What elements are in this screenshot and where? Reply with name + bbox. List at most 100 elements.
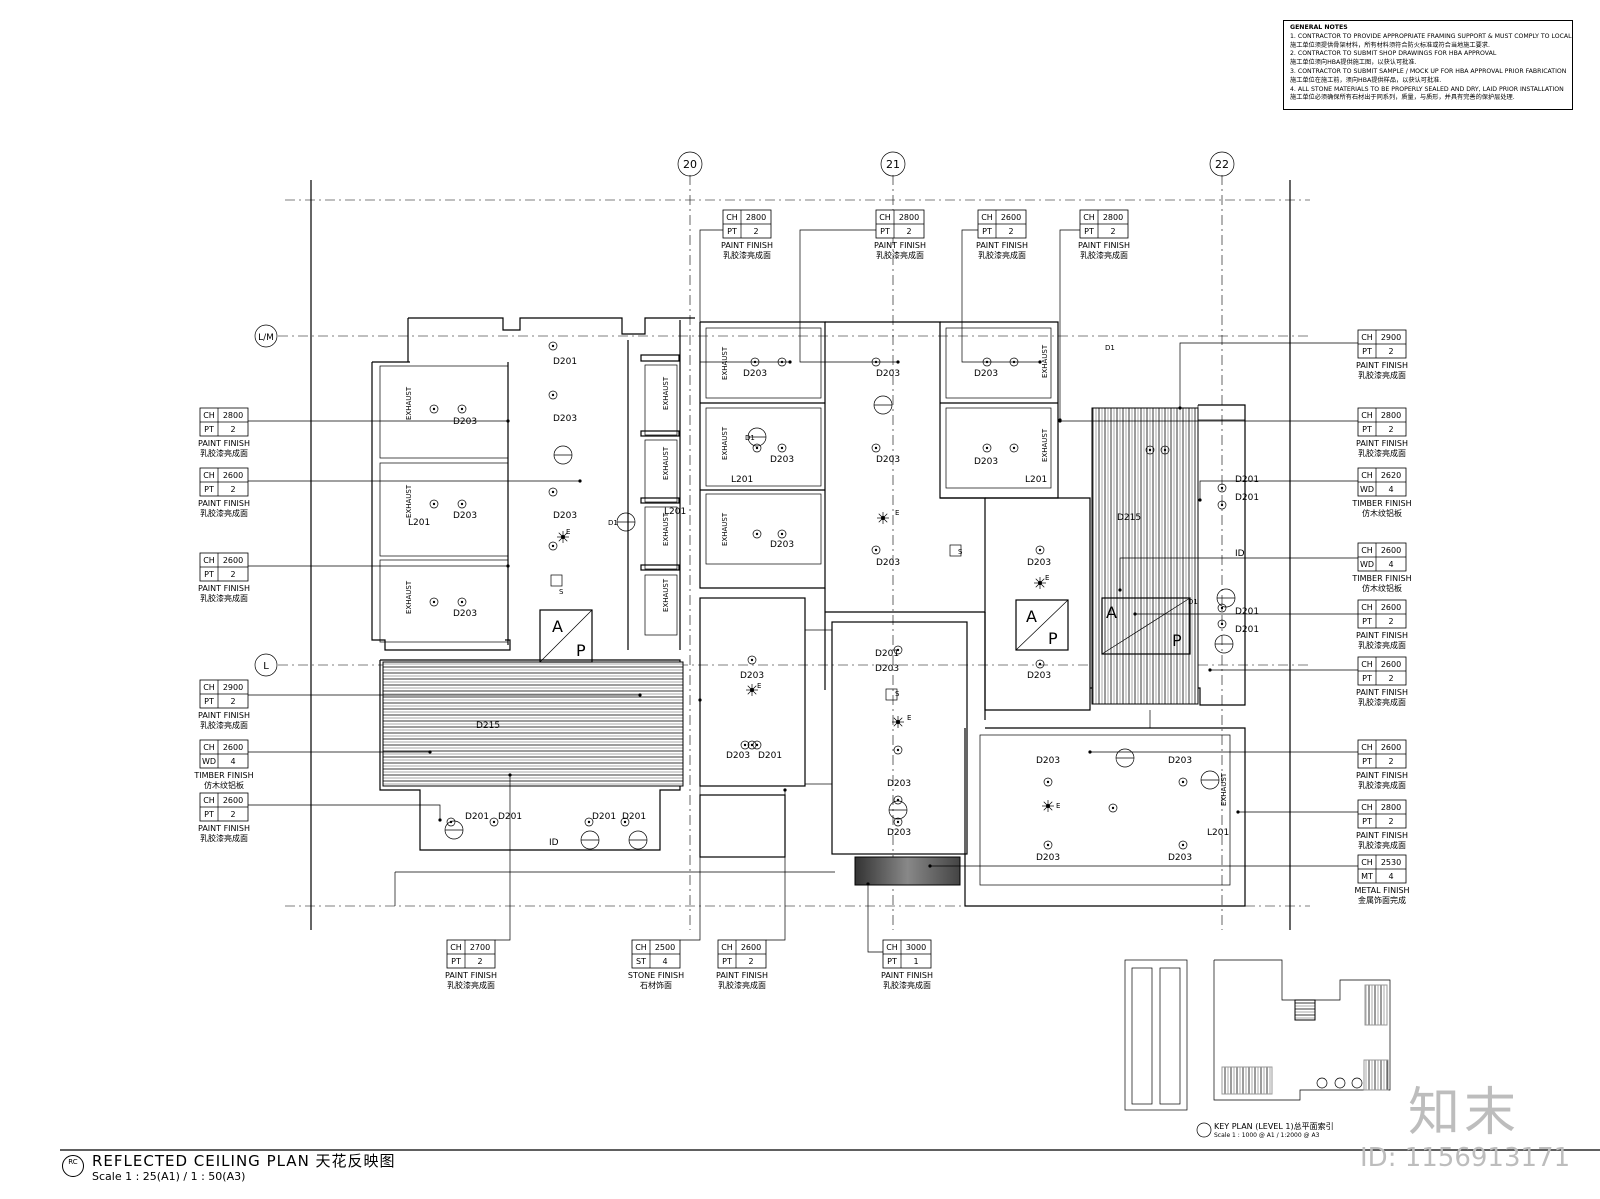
ceiling-tag-num: 2 (230, 570, 235, 579)
ceiling-tag-num: 4 (1388, 485, 1393, 494)
label-id: ID (549, 838, 559, 848)
tag-leaders (248, 229, 1358, 953)
ceiling-tag-finish-cn: 乳胶漆亮成面 (200, 593, 248, 603)
label-d203: D203 (1168, 853, 1192, 863)
grid-bubble-21: 21 (880, 151, 906, 177)
svg-text:A: A (552, 617, 563, 636)
ceiling-tag-num: 2 (906, 227, 911, 236)
access-panel-center: A P (1015, 599, 1069, 651)
label-s: S (895, 690, 900, 698)
ceiling-tag-code: PT (722, 957, 732, 966)
label-e: E (757, 682, 761, 690)
svg-text:P: P (1048, 629, 1058, 648)
label-exhaust: EXHAUST (405, 386, 413, 420)
label-e: E (895, 509, 899, 517)
general-note-line: 3. CONTRACTOR TO SUBMIT SAMPLE / MOCK UP… (1290, 67, 1567, 75)
ceiling-tag-finish-cn: 乳胶漆亮成面 (723, 250, 771, 260)
ceiling-tag-num: 2 (230, 485, 235, 494)
ceiling-tag-num: 4 (1388, 872, 1393, 881)
ceiling-tag-num: 2 (230, 425, 235, 434)
ceiling-tag-ch: CH (203, 796, 215, 805)
label-d203: D203 (726, 751, 750, 761)
drawing-mark: RC (62, 1155, 84, 1177)
general-note-line: 4. ALL STONE MATERIALS TO BE PROPERLY SE… (1290, 85, 1564, 93)
ceiling-tag-num: 2 (1008, 227, 1013, 236)
ceiling-tag-code: WD (1360, 485, 1374, 494)
label-exhaust: EXHAUST (662, 578, 670, 612)
grid-bubble-22: 22 (1209, 151, 1235, 177)
label-d201: D201 (622, 812, 646, 822)
general-notes-heading: GENERAL NOTES (1290, 24, 1348, 31)
ceiling-tag-ch: CH (635, 943, 647, 952)
ceiling-tag-finish-cn: 乳胶漆亮成面 (1358, 780, 1406, 790)
general-notes: GENERAL NOTES 1. CONTRACTOR TO PROVIDE A… (1283, 20, 1573, 110)
ceiling-tag-finish-cn: 乳胶漆亮成面 (200, 508, 248, 518)
svg-text:L: L (263, 661, 269, 672)
label-e: E (566, 528, 570, 536)
ceiling-tag-num: 2 (230, 810, 235, 819)
label-exhaust: EXHAUST (662, 446, 670, 480)
drawing-scale: Scale 1 : 25(A1) / 1 : 50(A3) (92, 1170, 246, 1183)
label-id: ID (1235, 549, 1245, 559)
ceiling-tag-finish: TIMBER FINISH (193, 771, 253, 780)
ceiling-tag-code: PT (451, 957, 461, 966)
ceiling-tag-height: 2600 (223, 796, 243, 805)
label-d203: D203 (1027, 671, 1051, 681)
ceiling-tag-finish: PAINT FINISH (881, 971, 933, 980)
label-e: E (907, 714, 911, 722)
ceiling-tag-code: PT (1084, 227, 1094, 236)
ceiling-tag-height: 2900 (1381, 333, 1401, 342)
svg-text:20: 20 (683, 158, 697, 171)
label-d203: D203 (876, 558, 900, 568)
ceiling-tag-ch: CH (721, 943, 733, 952)
label-l201: L201 (1207, 828, 1229, 838)
label-d203: D203 (887, 828, 911, 838)
key-plan-sketch (1124, 959, 1391, 1138)
label-exhaust: EXHAUST (1041, 344, 1049, 378)
ceiling-tag-ch: CH (1361, 858, 1373, 867)
label-exhaust: EXHAUST (405, 580, 413, 614)
label-d1: D1 (1188, 598, 1198, 606)
label-exhaust: EXHAUST (721, 426, 729, 460)
ceiling-tag-ch: CH (203, 743, 215, 752)
ceiling-tag-finish-cn: 仿木纹铝板 (1362, 508, 1402, 518)
grid-bubble-20: 20 (677, 151, 703, 177)
ceiling-tag-height: 2600 (1381, 743, 1401, 752)
label-d203: D203 (1027, 558, 1051, 568)
ceiling-tag-finish-cn: 乳胶漆亮成面 (883, 980, 931, 990)
ceiling-tag-code: PT (204, 810, 214, 819)
svg-text:A: A (1026, 607, 1037, 626)
label-d1: D1 (608, 519, 618, 527)
ceiling-tag-height: 2600 (1381, 603, 1401, 612)
ceiling-tag-ch: CH (203, 683, 215, 692)
ceiling-tag-height: 2500 (655, 943, 675, 952)
label-exhaust: EXHAUST (662, 512, 670, 546)
label-exhaust: EXHAUST (721, 512, 729, 546)
general-note-line: 施工单位须向HBA提供施工图，以获认可批准. (1290, 59, 1417, 67)
ceiling-tag-ch: CH (726, 213, 738, 222)
label-d1: D1 (1105, 344, 1115, 352)
ceiling-tag-finish: TIMBER FINISH (1351, 499, 1411, 508)
label-d201: D201 (1235, 625, 1259, 635)
ceiling-tag-height: 2800 (1381, 411, 1401, 420)
ceiling-tag-height: 2800 (1381, 803, 1401, 812)
label-d201: D201 (465, 812, 489, 822)
ceiling-tag-code: PT (204, 425, 214, 434)
ceiling-tag-finish-cn: 金属饰面完成 (1358, 895, 1406, 905)
grid-bubble-lm: L/M (254, 324, 278, 348)
ceiling-tag-num: 2 (753, 227, 758, 236)
ceiling-tag-num: 4 (662, 957, 667, 966)
ceiling-tag-num: 2 (1388, 425, 1393, 434)
ceiling-tag-code: PT (1362, 817, 1372, 826)
ceiling-tag-height: 2600 (223, 471, 243, 480)
label-s: S (958, 548, 963, 556)
label-d203: D203 (1036, 756, 1060, 766)
